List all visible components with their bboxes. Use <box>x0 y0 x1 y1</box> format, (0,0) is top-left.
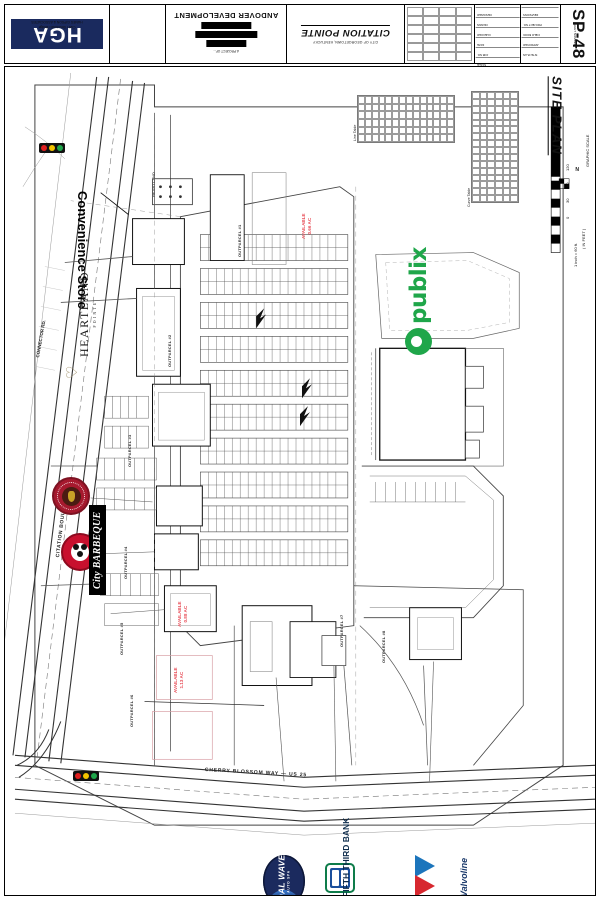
panda-icon <box>71 543 89 561</box>
meta-label: REVISIONS <box>522 7 560 17</box>
graphic-scale-tick: 30 <box>565 198 570 203</box>
developer-tag: A PROJECT OF... <box>213 49 239 53</box>
signal-yellow-light <box>49 145 55 151</box>
signal-red-light <box>41 145 47 151</box>
fifth-third-wordmark: FIFTH THIRD BANK <box>341 817 351 896</box>
north-label: N <box>575 167 579 173</box>
available-parcel-088: AVAILABLE 0.88 AC <box>177 601 189 627</box>
graphic-scale: GRAPHIC SCALE ( IN FEET ) 1 inch = 60 ft… <box>563 135 590 293</box>
valvoline-chevron-bottom-icon <box>415 875 435 895</box>
line-table-1-caption: Line Table <box>353 124 357 141</box>
logo-tidal-wave[interactable]: TIDAL WAVE AUTO SPA <box>263 855 305 896</box>
anchor-publix[interactable]: publix <box>405 247 432 355</box>
meta-label: PROJECT NO. <box>522 17 560 27</box>
tidal-wave-wordmark: TIDAL WAVE AUTO SPA <box>276 855 291 896</box>
project-name: CITATION POINTE <box>300 24 390 38</box>
project-location: CITY OF GEORGETOWN, KENTUCKY <box>312 39 379 44</box>
publix-logo-mark <box>405 328 432 355</box>
city-barbeque-wordmark: City BARBEQUE <box>92 511 103 589</box>
signal-red-light <box>75 773 81 779</box>
chipotle-ring <box>57 482 85 510</box>
signal-green-light <box>91 773 97 779</box>
outparcel-5-label: OUTPARCEL #5 <box>119 622 124 655</box>
meta-label: JOB NO. <box>475 47 520 57</box>
outparcel-1-label: OUTPARCEL #1 <box>237 224 242 257</box>
traffic-signal-north <box>39 143 65 153</box>
heartland-sub: POINTE <box>93 300 97 328</box>
graphic-scale-caption: GRAPHIC SCALE <box>585 134 590 167</box>
meta-label: DRAWN <box>475 17 520 27</box>
outparcel-2-label: OUTPARCEL #2 <box>167 334 172 367</box>
curve-table-1 <box>471 91 519 203</box>
valvoline-chevron-top-icon <box>415 855 435 877</box>
graphic-scale-tick: 60 <box>565 182 570 187</box>
panda-face <box>77 551 83 557</box>
sheet-number: SP-48 <box>569 9 589 59</box>
site-plan-title: SITE PLAN <box>548 76 565 155</box>
developer-logo-bars <box>166 22 286 47</box>
meta-label: DESIGNED <box>475 7 520 17</box>
signal-green-light <box>57 145 63 151</box>
drawing-frame: Line Table Curve Table <box>4 66 596 896</box>
logo-heartland: HEARTLAND POINTE <box>77 271 97 357</box>
revision-grid-cell <box>405 5 475 63</box>
project-cell: CITY OF GEORGETOWN, KENTUCKY CITATION PO… <box>287 5 405 63</box>
site-plan-linework <box>5 67 595 895</box>
drawing-meta-cell: DESIGNED DRAWN CHECKED DATE JOB NO. SCAL… <box>475 5 522 67</box>
heartland-wordmark: HEARTLAND <box>77 270 91 357</box>
line-table-1 <box>357 95 455 143</box>
heart-icon: ♡ <box>64 365 81 379</box>
firm-logo-cell: HGA Civil • Structural • Bridge HANES GI… <box>5 5 111 63</box>
logo-city-barbeque[interactable]: City BARBEQUE <box>89 505 106 595</box>
graphic-scale-tick: 120 <box>565 164 570 171</box>
graphic-scale-tick: 0 <box>565 216 570 219</box>
developer-name: ANDOVER DEVELOPMENT <box>173 11 278 20</box>
available-parcel-113: AVAILABLE 1.13 AC <box>173 667 185 693</box>
logo-fifth-third-bank[interactable] <box>325 863 355 893</box>
developer-cell: ANDOVER DEVELOPMENT A PROJECT OF... <box>166 5 287 63</box>
outparcel-4-label: OUTPARCEL #4 <box>123 546 128 579</box>
graphic-scale-unit: ( IN FEET ) <box>581 228 586 249</box>
revision-grid <box>406 7 472 61</box>
curve-table-1-caption: Curve Table <box>467 187 471 207</box>
drawing-title-small: SITE PLAN <box>522 47 560 57</box>
outparcel-7-label: OUTPARCEL #7 <box>339 614 344 647</box>
outparcel-3-label: OUTPARCEL #3 <box>127 434 132 467</box>
outparcel-6-label: OUTPARCEL #6 <box>129 694 134 727</box>
logo-valvoline[interactable]: Valvoline <box>415 855 469 895</box>
traffic-signal-south <box>73 771 99 781</box>
publix-wordmark: publix <box>405 247 432 324</box>
valvoline-wordmark: Valvoline <box>459 857 469 896</box>
available-parcel-066: AVAILABLE 0.66 AC <box>301 213 313 239</box>
title-block: HGA Civil • Structural • Bridge HANES GI… <box>4 4 596 67</box>
firm-name-line: Civil • Structural • Bridge HANES GIPSON… <box>31 20 83 29</box>
chipotle-pepper-icon <box>61 486 81 506</box>
graphic-scale-ratio: 1 inch = 60 ft. <box>573 242 578 267</box>
logo-chipotle[interactable] <box>52 477 90 515</box>
meta-label: FIELD BOOK <box>522 27 560 37</box>
street-label-heartland-internal: HEARTLAND <box>151 172 156 197</box>
tidal-wave-icon <box>269 890 299 895</box>
fifth-third-icon <box>330 868 350 888</box>
meta-label: APPROVED <box>522 37 560 47</box>
outparcel-8-label: OUTPARCEL #8 <box>381 630 386 663</box>
sheet-number-cell: SHEET NUMBER SP-48 <box>561 5 595 63</box>
title-block-blank-cell <box>110 5 166 63</box>
meta-label: DATE <box>475 37 520 47</box>
signal-yellow-light <box>83 773 89 779</box>
drawing-meta-cell-2: REVISIONS PROJECT NO. FIELD BOOK APPROVE… <box>521 5 562 63</box>
meta-label: CHECKED <box>475 27 520 37</box>
